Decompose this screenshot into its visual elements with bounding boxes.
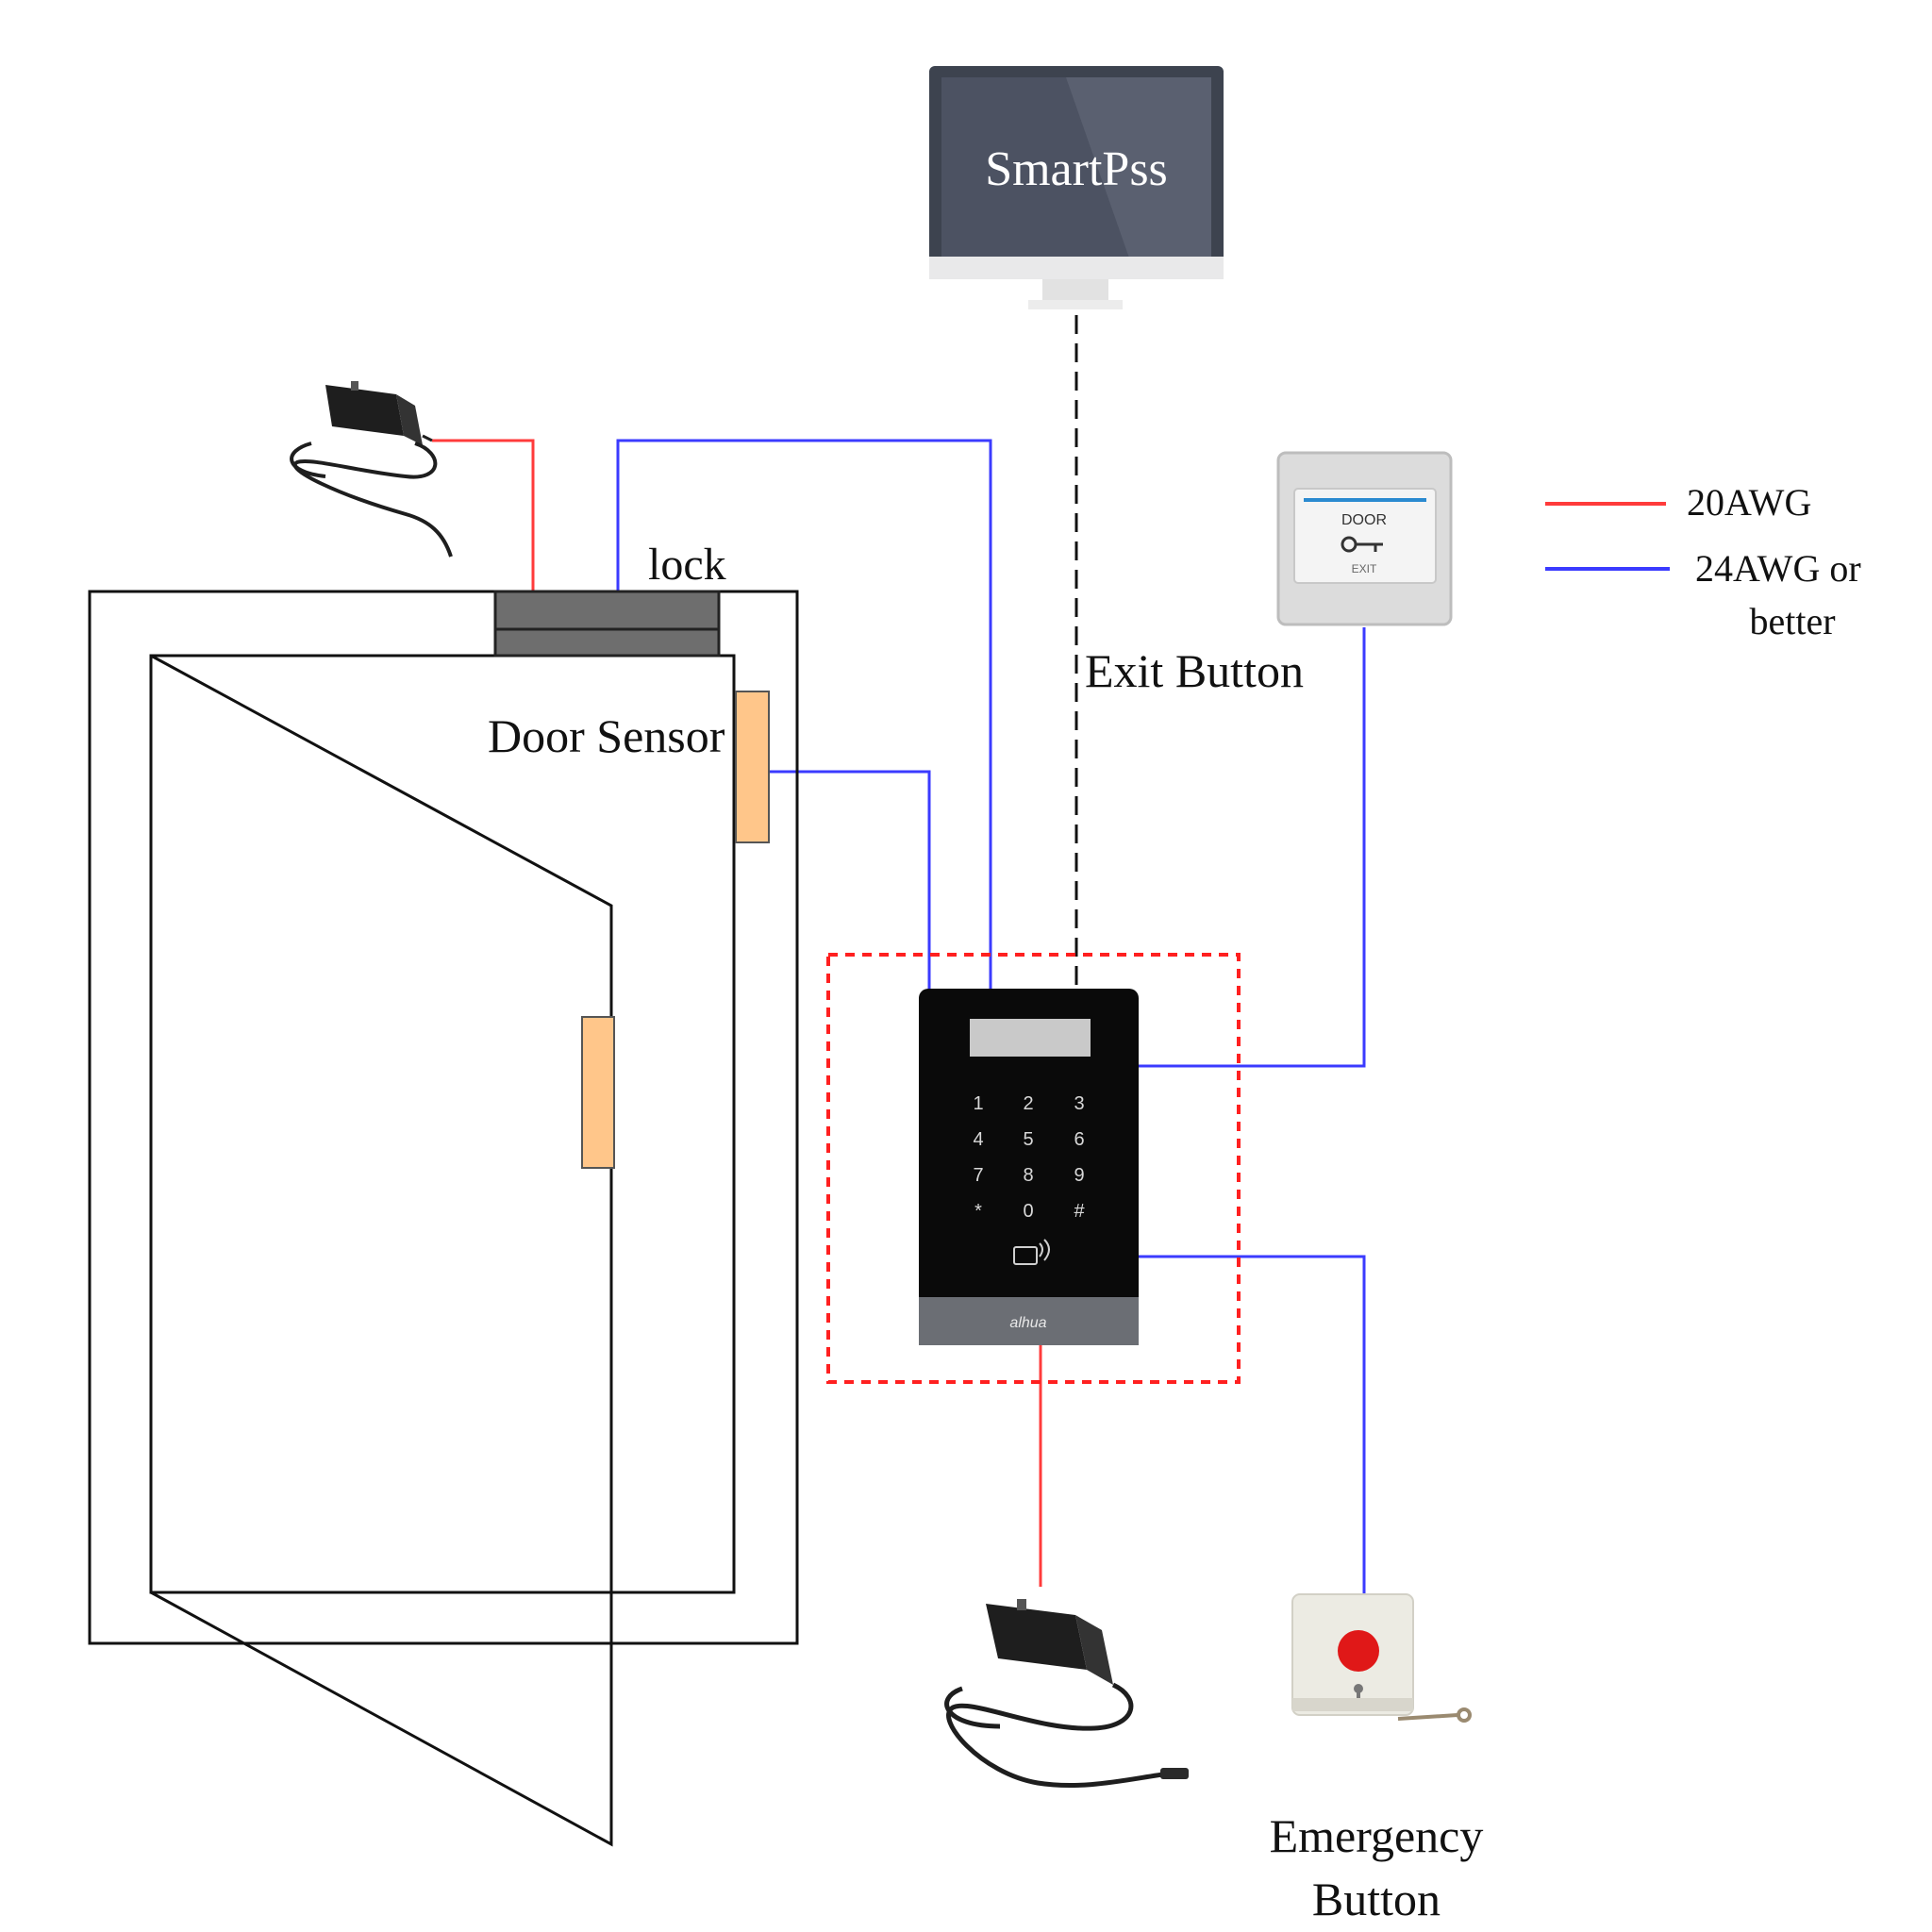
keypad-key: 7	[973, 1165, 983, 1186]
lock-label: lock	[648, 540, 726, 590]
keypad-display	[970, 1019, 1091, 1057]
exit-button-wire	[1139, 627, 1366, 1068]
card-reader-icon	[1013, 1239, 1050, 1265]
keypad-bottom-band	[919, 1297, 1139, 1345]
adapter-plug-prong	[351, 381, 358, 391]
keypad-key: 3	[1074, 1093, 1084, 1114]
door-sensor-door-part	[581, 1016, 615, 1169]
adapter-plug-prong	[1017, 1599, 1026, 1610]
door-leaf-open	[150, 654, 613, 1847]
monitor-stand-base	[1028, 300, 1123, 309]
power-adapter-lock	[290, 381, 453, 558]
reset-key-icon	[1397, 1707, 1472, 1723]
keypad-brand: alhua	[1009, 1315, 1046, 1331]
door-sensor-wire	[769, 770, 931, 991]
door	[88, 590, 799, 1847]
exit-button-sub-text: EXIT	[1352, 562, 1377, 575]
keypad-key: #	[1074, 1201, 1085, 1222]
keypad-key: 1	[973, 1093, 983, 1114]
keypad-key: 8	[1023, 1165, 1033, 1186]
key-icon	[1341, 536, 1383, 553]
emergency-button-device	[1291, 1593, 1472, 1723]
smartpss-computer: SmartPss	[929, 66, 1224, 309]
wires	[432, 439, 1366, 1594]
controller-boundary	[826, 953, 1241, 1384]
keypad-key: 9	[1074, 1165, 1084, 1186]
keypad-controller: alhua 1 2 3 4 5 6 7 8 9 * 0 #	[919, 989, 1139, 1345]
keypad-key: 6	[1074, 1129, 1084, 1150]
exit-button-device: DOOR EXIT	[1276, 451, 1453, 626]
adapter-body	[986, 1604, 1087, 1670]
legend: 20AWG 24AWG or better	[1545, 481, 1861, 642]
lock-to-controller-wire	[616, 439, 992, 989]
keypad-key: 5	[1023, 1129, 1033, 1150]
monitor-stand-neck	[1042, 279, 1108, 302]
adapter-dc-plug	[1160, 1768, 1189, 1779]
keypad-body	[919, 989, 1139, 1345]
keypad-key: *	[974, 1201, 982, 1222]
adapter-cable-lead	[422, 434, 433, 442]
keypad-keys: 1 2 3 4 5 6 7 8 9 * 0 #	[973, 1093, 1085, 1222]
exit-button-face-text: DOOR	[1341, 512, 1387, 528]
electric-lock	[493, 590, 721, 658]
keypad-key: 0	[1023, 1201, 1033, 1222]
adapter-body	[325, 385, 404, 436]
power-adapter-controller	[944, 1599, 1189, 1789]
adapter-cable	[292, 441, 453, 558]
keyhole-icon	[1354, 1684, 1363, 1698]
lock-body	[493, 590, 721, 658]
emergency-button-label-line1: Emergency	[1270, 1809, 1484, 1862]
monitor-screen-glare	[1066, 77, 1211, 266]
legend-label-24awg-line1: 24AWG or	[1695, 547, 1861, 590]
monitor-chin	[929, 257, 1224, 279]
adapter-cable-coil	[944, 1686, 1001, 1729]
legend-label-24awg-line2: better	[1749, 600, 1835, 642]
keypad-key: 4	[973, 1129, 983, 1150]
exit-button-face	[1293, 488, 1437, 584]
lock-power-wire	[432, 439, 535, 594]
door-sensor-label: Door Sensor	[488, 709, 725, 762]
door-sensor-frame-part	[735, 691, 770, 843]
legend-label-20awg: 20AWG	[1687, 481, 1811, 524]
adapter-body-side	[1075, 1615, 1113, 1685]
emergency-button-box-side	[1292, 1698, 1413, 1711]
door-frame-outer	[88, 590, 799, 1645]
keypad-key: 2	[1023, 1093, 1033, 1114]
emergency-button-label-line2: Button	[1312, 1873, 1441, 1925]
monitor-screen-text: SmartPss	[985, 142, 1168, 196]
adapter-body-side	[396, 394, 423, 445]
door-frame-inner	[149, 654, 736, 1594]
emergency-button-red-knob	[1338, 1630, 1379, 1672]
adapter-cable-coil	[290, 441, 326, 478]
adapter-cable	[946, 1682, 1171, 1789]
emergency-button-wire	[1139, 1255, 1366, 1594]
exit-button-label: Exit Button	[1085, 644, 1304, 697]
